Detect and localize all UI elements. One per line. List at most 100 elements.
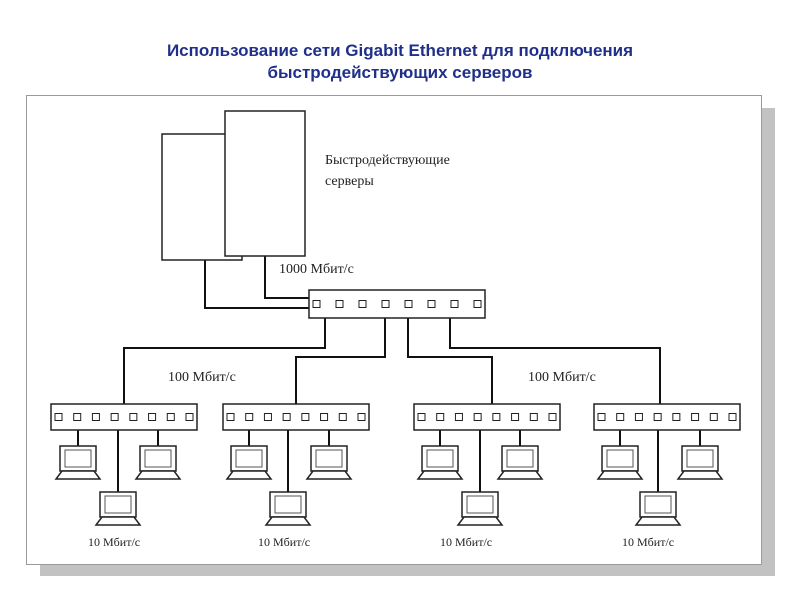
link — [295, 318, 386, 404]
edge-switch-2-body — [222, 403, 370, 431]
switch-port — [185, 413, 194, 421]
switch-port — [529, 413, 538, 421]
switch-port — [709, 413, 718, 421]
computer-1-bottom — [94, 491, 142, 526]
link — [123, 318, 326, 404]
switch-port — [54, 413, 63, 421]
computer-2-right — [305, 445, 353, 480]
monitor-screen — [64, 449, 92, 468]
switch-port — [634, 413, 643, 421]
computers — [54, 445, 724, 526]
edge-speed-label-3: 10 Мбит/с — [440, 535, 492, 549]
switch-port — [320, 413, 329, 421]
computer-3-right — [496, 445, 544, 480]
computer-2-bottom — [264, 491, 312, 526]
switch-port — [226, 413, 235, 421]
switch-port — [338, 413, 347, 421]
switch-port — [381, 300, 390, 308]
computer-1-right — [134, 445, 182, 480]
link — [204, 258, 312, 309]
keyboard — [456, 516, 504, 526]
computer-4-right — [676, 445, 724, 480]
monitor-screen — [315, 449, 343, 468]
switch-port — [73, 413, 82, 421]
switch-port — [728, 413, 737, 421]
core-switch-body — [308, 289, 486, 319]
computer-3-left — [416, 445, 464, 480]
edge-switch-4-body — [593, 403, 741, 431]
server-front — [224, 110, 306, 257]
edge-speed-label-4: 10 Мбит/с — [622, 535, 674, 549]
monitor-screen — [506, 449, 534, 468]
switch-port — [436, 413, 445, 421]
slide-title: Использование сети Gigabit Ethernet для … — [0, 40, 800, 84]
switch-port — [492, 413, 501, 421]
core-switch — [308, 289, 486, 319]
edge-switch-3-body — [413, 403, 561, 431]
link — [264, 256, 312, 299]
link — [449, 318, 661, 404]
diagram-panel — [26, 95, 762, 565]
computer-2-left — [225, 445, 273, 480]
monitor-screen — [274, 495, 302, 514]
switch-port — [450, 300, 459, 308]
switch-port — [357, 413, 366, 421]
monitor-screen — [235, 449, 263, 468]
switch-port — [301, 413, 310, 421]
switch-port — [427, 300, 436, 308]
edge-switch-2 — [222, 403, 370, 431]
switch-port — [91, 413, 100, 421]
switch-port — [148, 413, 157, 421]
monitor-screen — [104, 495, 132, 514]
switches — [50, 289, 741, 431]
keyboard — [496, 470, 544, 480]
switch-port — [245, 413, 254, 421]
switch-port — [548, 413, 557, 421]
keyboard — [54, 470, 102, 480]
mid-speed-label-left: 100 Мбит/с — [168, 370, 236, 385]
servers-label-line-1: Быстродействующие — [325, 153, 450, 168]
mid-speed-label-right: 100 Мбит/с — [528, 370, 596, 385]
edge-switch-3 — [413, 403, 561, 431]
switch-port — [597, 413, 606, 421]
keyboard — [225, 470, 273, 480]
keyboard — [634, 516, 682, 526]
edge-switch-1-body — [50, 403, 198, 431]
keyboard — [134, 470, 182, 480]
computer-4-left — [596, 445, 644, 480]
monitor-screen — [144, 449, 172, 468]
keyboard — [676, 470, 724, 480]
core-speed-label: 1000 Мбит/с — [279, 262, 354, 277]
switch-port — [129, 413, 138, 421]
switch-port — [312, 300, 321, 308]
monitor-screen — [686, 449, 714, 468]
slide-title-line-1: Использование сети Gigabit Ethernet для … — [166, 41, 634, 60]
monitor-screen — [606, 449, 634, 468]
switch-port — [511, 413, 520, 421]
switch-port — [417, 413, 426, 421]
keyboard — [264, 516, 312, 526]
monitor-screen — [426, 449, 454, 468]
switch-port — [110, 413, 119, 421]
edge-speed-label-2: 10 Мбит/с — [258, 535, 310, 549]
edge-switch-4 — [593, 403, 741, 431]
keyboard — [416, 470, 464, 480]
switch-port — [653, 413, 662, 421]
keyboard — [94, 516, 142, 526]
switch-port — [616, 413, 625, 421]
computer-4-bottom — [634, 491, 682, 526]
edge-speed-label-1: 10 Мбит/с — [88, 535, 140, 549]
switch-port — [691, 413, 700, 421]
keyboard — [305, 470, 353, 480]
servers-label-line-2: серверы — [325, 174, 374, 189]
monitor-screen — [466, 495, 494, 514]
switch-port — [335, 300, 344, 308]
keyboard — [596, 470, 644, 480]
monitor-screen — [644, 495, 672, 514]
link — [407, 318, 493, 404]
edge-switch-1 — [50, 403, 198, 431]
slide-title-line-2: быстродействующих серверов — [267, 63, 533, 82]
switch-port — [166, 413, 175, 421]
switch-port — [473, 413, 482, 421]
